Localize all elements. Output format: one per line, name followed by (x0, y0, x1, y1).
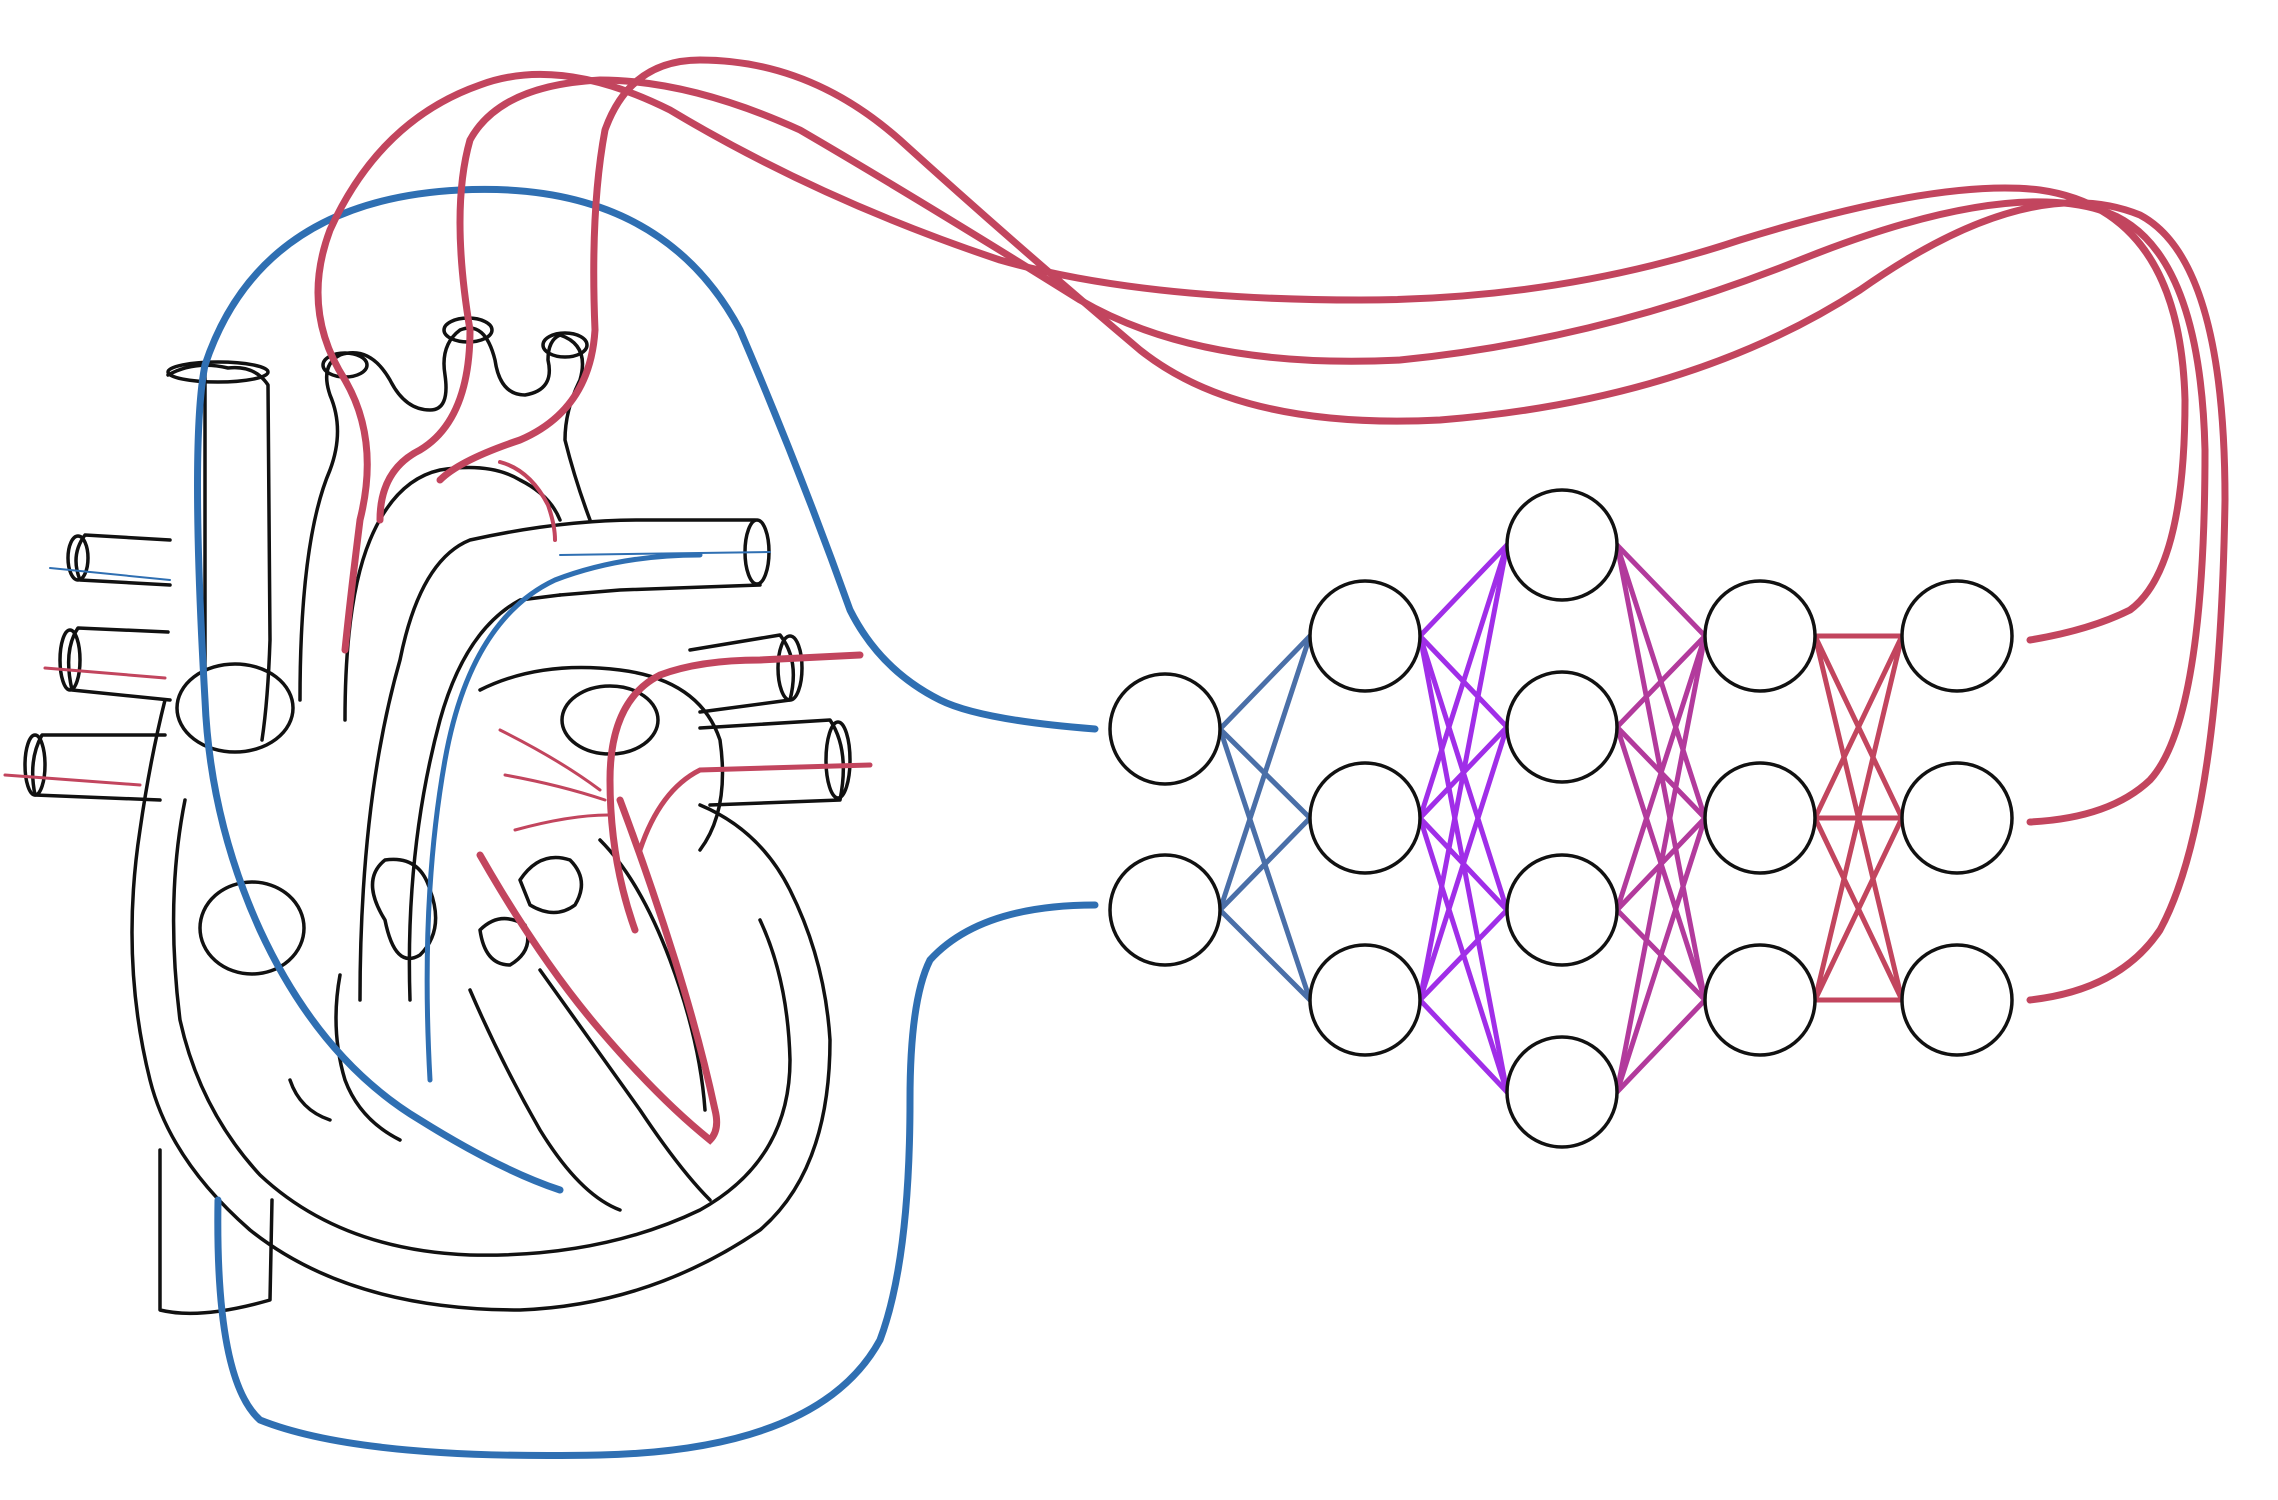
nn-edge-l1-2-0 (1417, 542, 1510, 1003)
nn-edge-l1-2-2 (1417, 907, 1510, 1003)
pv-right-1-end (776, 634, 804, 702)
red-thin-left-1 (43, 666, 167, 680)
pulmonary-valve (518, 855, 584, 915)
blue-flow-lower (214, 901, 1099, 1460)
red-fan-3 (513, 813, 610, 832)
nn-edge-l0-1-2 (1217, 907, 1313, 1003)
red-fan-2 (503, 773, 607, 802)
nn-node-l4-1 (1900, 761, 2014, 875)
pa-right-branch (558, 583, 762, 597)
left-atrium (478, 665, 725, 852)
nn-node-l2-1 (1505, 670, 1619, 784)
nn-node-l3-2 (1703, 943, 1817, 1057)
nn-edge-l2-1-0 (1614, 633, 1708, 730)
heart-anatomy-icon (23, 316, 852, 1316)
fossa-ovalis (198, 880, 306, 976)
nn-node-l3-1 (1703, 761, 1817, 875)
pv-left-1-end (66, 534, 90, 582)
red-aortic-branch (498, 460, 557, 542)
inferior-vena-cava (158, 1148, 274, 1316)
ventricular-septum (468, 988, 622, 1212)
nn-edge-l1-2-3 (1417, 997, 1510, 1095)
red-loop-2 (376, 76, 2209, 826)
nn-edge-l3-2-1 (1812, 815, 1905, 1003)
pv-left-2-end (58, 628, 82, 692)
pv-left-3-end (23, 733, 47, 797)
blue-thin-pa (559, 551, 771, 556)
nn-edge-l0-1-0 (1217, 633, 1313, 913)
left-ventricle-wall (598, 838, 707, 1112)
nn-edge-l2-3-0 (1614, 633, 1708, 1095)
deoxygenated-flow-lines (49, 185, 1099, 1460)
nn-edge-l3-1-0 (1812, 633, 1905, 821)
heart-outer-wall (130, 698, 832, 1312)
nn-node-l0-1 (1108, 853, 1222, 967)
nn-node-l1-0 (1308, 579, 1422, 693)
nn-node-l4-0 (1900, 579, 2014, 693)
blue-flow-inner (424, 552, 703, 1083)
neural-network-edges (1217, 542, 1905, 1095)
nn-edge-l2-2-0 (1614, 633, 1708, 913)
pulmonary-vein-left-2 (66, 626, 172, 702)
pulmonary-artery-lower (407, 593, 562, 1002)
nn-edge-l2-0-0 (1614, 542, 1708, 639)
nn-edge-l0-1-1 (1217, 815, 1313, 913)
nn-node-l1-2 (1308, 943, 1422, 1057)
blue-thin-left (49, 567, 171, 581)
artery-top-3 (541, 331, 589, 359)
red-atrium-curve (606, 651, 864, 934)
nn-node-l2-0 (1505, 488, 1619, 602)
nn-node-l2-3 (1505, 1035, 1619, 1149)
pulmonary-artery (358, 518, 757, 1002)
pv-right-2-end (824, 720, 852, 800)
red-loop-3 (436, 56, 2229, 1004)
nn-node-l0-0 (1108, 672, 1222, 786)
nn-node-l3-0 (1703, 579, 1817, 693)
red-fan-1 (498, 728, 602, 792)
pulmonary-vein-left-1 (74, 533, 172, 587)
nn-edge-l2-3-2 (1614, 997, 1708, 1095)
superior-vena-cava (166, 363, 272, 742)
nn-edge-l1-2-1 (1417, 724, 1510, 1003)
oxygenated-flow-lines (3, 56, 2229, 1145)
red-atrium-branch (637, 762, 873, 853)
red-left-ventricle (476, 796, 721, 1145)
nn-edge-l0-0-0 (1217, 633, 1313, 732)
right-atrium-oval (175, 662, 295, 754)
nn-edge-l1-0-0 (1417, 542, 1510, 639)
blue-flow-upper (194, 185, 1099, 1194)
ventricular-septum-inner (538, 968, 712, 1202)
nn-edge-l2-3-1 (1614, 815, 1708, 1095)
red-thin-left-2 (3, 773, 142, 787)
descending-aorta (288, 1078, 332, 1122)
heart-inner-wall (171, 798, 792, 1257)
nn-node-l2-2 (1505, 853, 1619, 967)
mitral-valve (478, 916, 530, 967)
nn-edge-l3-2-0 (1812, 633, 1905, 1003)
nn-edge-l1-1-0 (1417, 542, 1510, 821)
aortic-arch (298, 326, 592, 702)
nn-node-l1-1 (1308, 761, 1422, 875)
nn-node-l4-2 (1900, 943, 2014, 1057)
svc-top-opening (166, 360, 270, 384)
neural-network-nodes (1108, 488, 2014, 1149)
red-loop-1 (314, 70, 2189, 654)
right-ventricle-wall (334, 973, 402, 1142)
